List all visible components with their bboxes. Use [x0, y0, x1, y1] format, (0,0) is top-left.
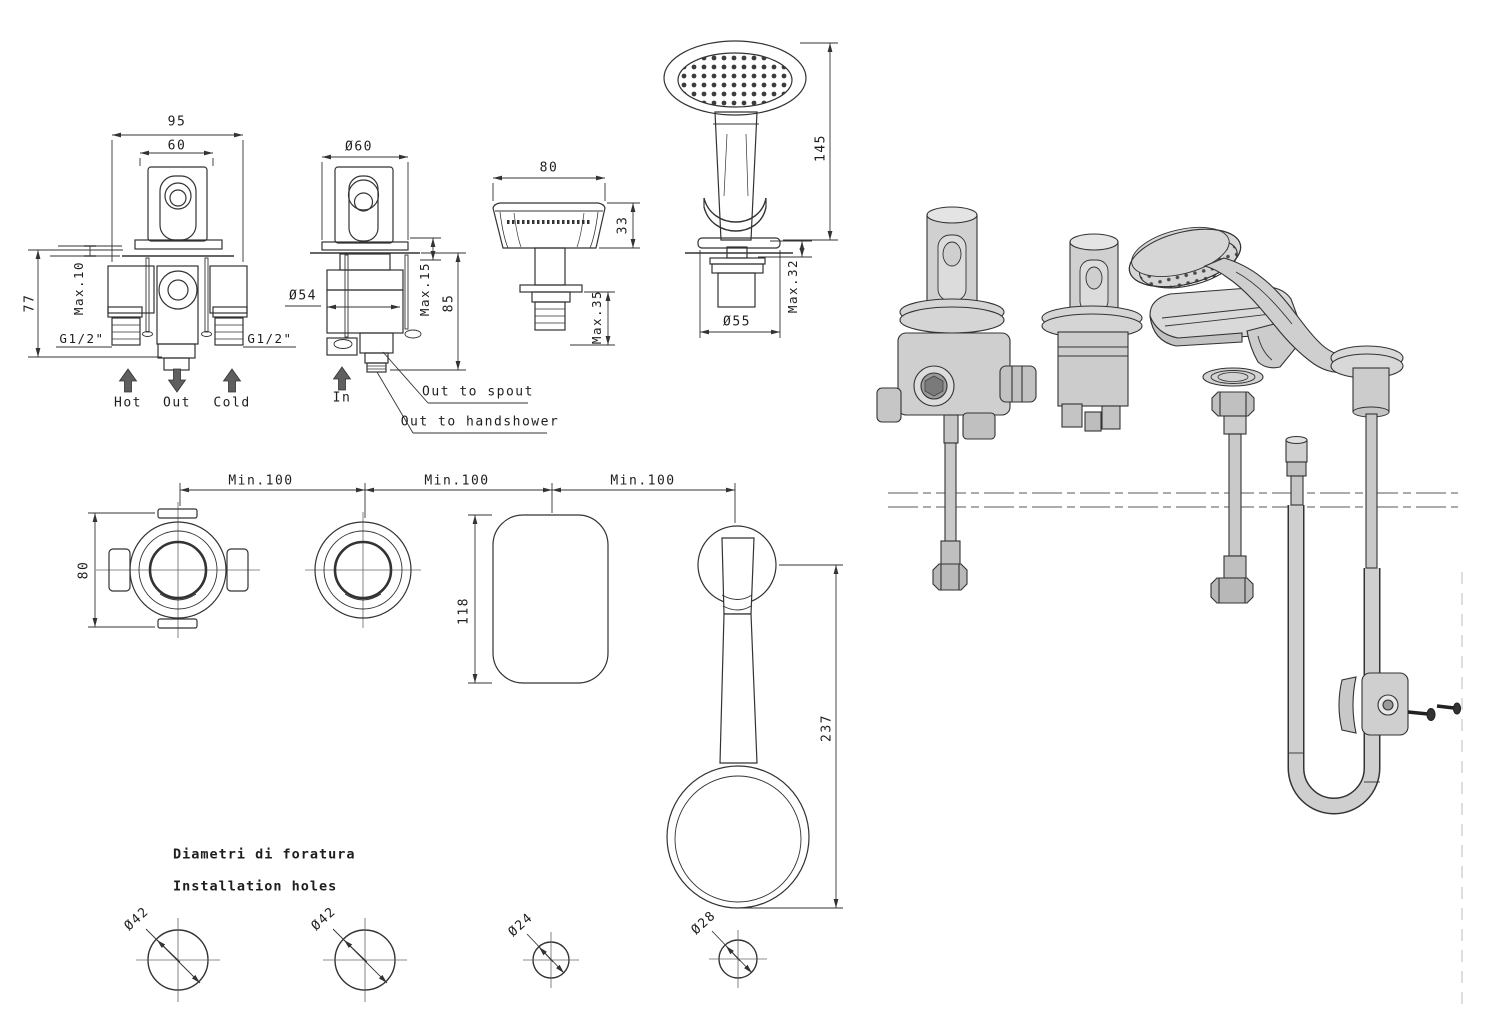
dim-handshower-base-diameter-label: Ø55	[723, 314, 751, 330]
hole-4	[709, 930, 767, 988]
spout-side-view	[492, 175, 640, 346]
dim-handshower-height-label: 145	[813, 134, 829, 162]
isometric-view	[876, 206, 1463, 1012]
dim-plan-handshower-length-label: 237	[819, 714, 835, 742]
out-to-spout-label: Out to spout	[422, 384, 534, 400]
holes-title-english: Installation holes	[173, 878, 338, 895]
dim-spacing-2-label: Min.100	[424, 473, 490, 489]
dim-handshower-max-deck-label: Max.32	[784, 258, 800, 314]
out-to-handshower-label: Out to handshower	[400, 414, 560, 430]
dim-spout-width-label: 80	[539, 160, 559, 176]
dim-height-label: 77	[22, 293, 38, 313]
inlet-label: In	[332, 390, 352, 406]
hole-3	[523, 932, 579, 988]
thread-left-label: G1/2"	[59, 330, 105, 346]
handshower-3d	[1128, 226, 1462, 815]
dim-spout-max-deck-label: Max.35	[588, 289, 604, 345]
dim-trim-diameter-label: Ø60	[345, 139, 373, 155]
dim-handle-width-label: 60	[167, 138, 187, 154]
dim-depth-label: 85	[441, 293, 457, 313]
diverter-valve-3d	[876, 206, 1037, 591]
holes-title-italian: Diametri di foratura	[173, 846, 356, 863]
spout-3d	[1149, 286, 1301, 604]
dim-plan-valve-width-label: 80	[76, 560, 92, 580]
flow-cold-label: Cold	[213, 395, 251, 411]
dim-spacing-1-label: Min.100	[228, 473, 294, 489]
dim-max-panel-front-label: Max.10	[70, 260, 86, 316]
flow-out-label: Out	[163, 395, 191, 411]
dim-overall-width-label: 95	[167, 114, 187, 130]
mixer-cartridge-3d	[1041, 233, 1143, 432]
dim-body-diameter-label: Ø54	[289, 288, 317, 304]
thread-right-label: G1/2"	[247, 330, 293, 346]
dim-plan-spout-length-label: 118	[456, 597, 472, 625]
valve-front-view	[28, 132, 296, 393]
valve-side-view	[285, 154, 547, 434]
handshower-side-view	[663, 40, 838, 338]
dim-spout-height-label: 33	[615, 215, 631, 235]
dim-max-panel-side-label: Max.15	[416, 261, 432, 317]
hole-2	[323, 918, 407, 1002]
installation-holes-view	[136, 918, 767, 1002]
hole-1	[136, 918, 220, 1002]
flow-hot-label: Hot	[114, 395, 142, 411]
installation-plan-view	[88, 483, 843, 909]
dim-spacing-3-label: Min.100	[610, 473, 676, 489]
